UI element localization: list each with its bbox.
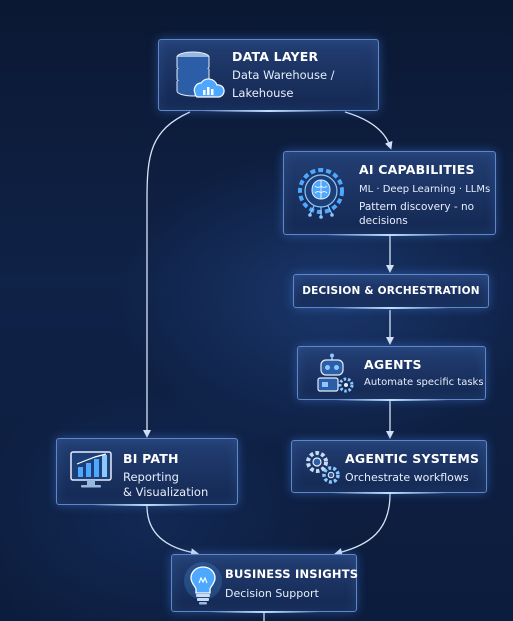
data-layer-title: DATA LAYER (232, 49, 319, 64)
node-decision-orchestration: DECISION & ORCHESTRATION (293, 274, 489, 309)
node-ai-capabilities: AI CAPABILITIES ML · Deep Learning · LLM… (283, 151, 496, 236)
agentic-systems-title: AGENTIC SYSTEMS (345, 451, 480, 466)
node-bi-path: BI PATH Reporting & Visualization (56, 438, 238, 506)
connector-data-to-ai (344, 111, 393, 150)
business-insights-title: BUSINESS INSIGHTS (225, 567, 359, 581)
agents-title: AGENTS (364, 357, 422, 372)
business-insights-line1: Decision Support (225, 587, 319, 600)
bi-path-title: BI PATH (123, 451, 179, 466)
database-cloud-icon (176, 51, 225, 98)
lightbulb-icon (184, 562, 222, 605)
decision-orchestration-title: DECISION & ORCHESTRATION (302, 285, 480, 297)
agents-line1: Automate specific tasks (364, 377, 484, 388)
gears-icon (306, 451, 340, 484)
connector-data-to-bi (143, 111, 191, 438)
connector-bi-to-insights (146, 505, 199, 557)
ai-capabilities-title: AI CAPABILITIES (359, 162, 475, 177)
brain-chip-icon (298, 168, 344, 219)
connector-agentic-to-insights (334, 493, 391, 556)
bi-path-line1: Reporting (123, 470, 179, 484)
node-agentic-systems: AGENTIC SYSTEMS Orchestrate workflows (291, 440, 487, 494)
ai-capabilities-line2: Pattern discovery - no decisions (359, 201, 475, 227)
agentic-systems-line1: Orchestrate workflows (345, 471, 469, 484)
robot-icon (317, 353, 354, 393)
node-business-insights: BUSINESS INSIGHTS Decision Support (171, 554, 359, 613)
node-data-layer: DATA LAYER Data Warehouse / Lakehouse (158, 39, 379, 112)
ai-capabilities-line1: ML · Deep Learning · LLMs (359, 184, 491, 195)
bar-chart-monitor-icon (70, 451, 112, 488)
data-layer-line2: Lakehouse (232, 86, 294, 100)
node-agents: AGENTS Automate specific tasks (297, 346, 486, 401)
data-layer-line1: Data Warehouse / (232, 68, 335, 82)
bi-path-line2: & Visualization (123, 485, 209, 499)
